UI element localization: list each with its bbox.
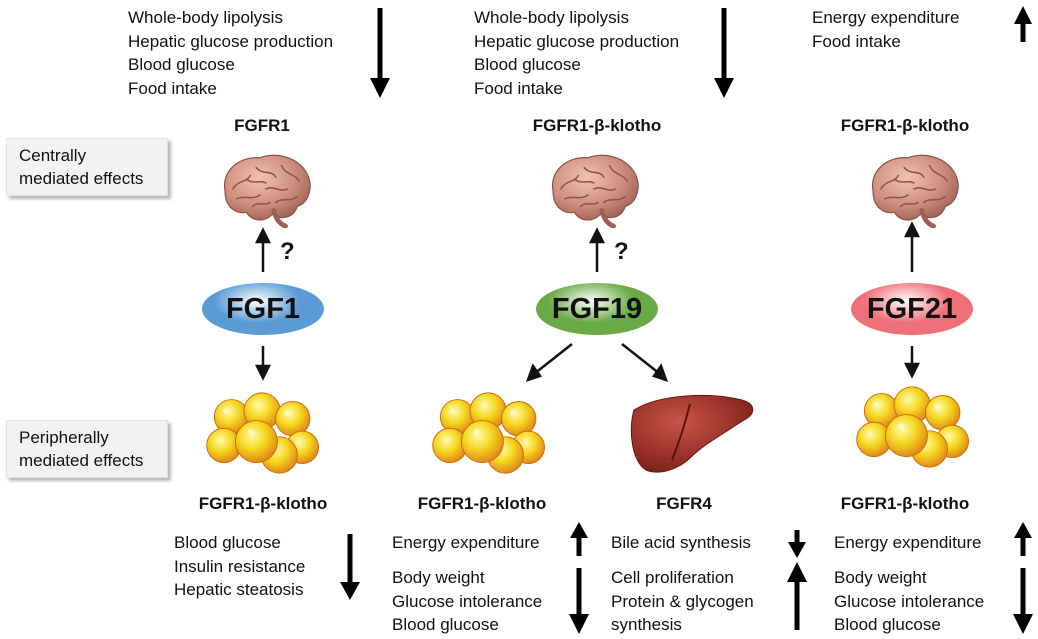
arrow-head bbox=[588, 227, 606, 244]
central-effects-box: Centrally mediated effects bbox=[6, 138, 168, 196]
fgf21-peripheral-effects-up: Energy expenditure bbox=[834, 531, 981, 555]
adipocyte-icon bbox=[206, 392, 319, 474]
peripheral-effects-box: Peripherally mediated effects bbox=[6, 420, 168, 478]
effect-text: Energy expenditure bbox=[834, 533, 982, 552]
arrow-head bbox=[525, 363, 542, 382]
fgf21-central-receptor: FGFR1-β-klotho bbox=[840, 116, 970, 135]
arrow-up-icon bbox=[1014, 522, 1032, 556]
box-line: mediated effects bbox=[19, 451, 144, 470]
fgf19-liver-receptor: FGFR4 bbox=[656, 494, 712, 513]
brain-icon bbox=[225, 155, 311, 226]
question-mark: ? bbox=[280, 238, 295, 265]
effect-text: Food intake bbox=[128, 78, 217, 98]
effect-text: Blood glucose bbox=[392, 615, 499, 634]
fgf19-liver-effects-up: Cell proliferation Protein & glycogen sy… bbox=[611, 566, 754, 637]
fgf1-central-effects: Whole-body lipolysis Hepatic glucose pro… bbox=[128, 6, 333, 100]
effect-text: Food intake bbox=[474, 78, 563, 98]
box-line: mediated effects bbox=[19, 169, 144, 188]
effect-text: Hepatic glucose production bbox=[474, 31, 680, 51]
effect-text: Blood glucose bbox=[834, 615, 941, 634]
arrow-head bbox=[903, 221, 921, 238]
arrow-head bbox=[903, 362, 921, 379]
fgf19-central-receptor: FGFR1-β-klotho bbox=[532, 116, 662, 135]
effect-text: Cell proliferation bbox=[611, 568, 734, 587]
fgf19-adipose-effects-down: Body weight Glucose intolerance Blood gl… bbox=[392, 566, 542, 637]
fgf21-peripheral-receptor: FGFR1-β-klotho bbox=[840, 494, 970, 513]
arrow-down-icon bbox=[1013, 568, 1033, 634]
effect-text: Hepatic steatosis bbox=[174, 580, 304, 599]
effect-text: Food intake bbox=[812, 31, 901, 51]
adipocyte-icon bbox=[432, 392, 545, 474]
effect-text: Protein & glycogen bbox=[611, 591, 754, 611]
effect-text: Blood glucose bbox=[474, 55, 581, 74]
box-line: Centrally bbox=[19, 146, 87, 165]
arrow-up-icon bbox=[570, 522, 588, 556]
arrow-diagonal-icon bbox=[533, 343, 573, 375]
effect-text: Bile acid synthesis bbox=[611, 533, 751, 552]
arrow-head bbox=[254, 364, 272, 381]
arrow-head bbox=[652, 363, 669, 382]
arrow-diagonal-icon bbox=[621, 343, 661, 375]
effect-text: Glucose intolerance bbox=[834, 591, 985, 611]
liver-icon bbox=[630, 394, 754, 473]
fgf21-node: FGF21 bbox=[851, 283, 973, 335]
question-mark: ? bbox=[614, 238, 629, 265]
adipocyte-icon bbox=[856, 386, 969, 468]
fgf19-liver-effects-down: Bile acid synthesis bbox=[611, 531, 751, 555]
fgf19-adipose-effects-up: Energy expenditure bbox=[392, 531, 539, 555]
effect-text: Insulin resistance bbox=[174, 556, 306, 576]
arrow-up-icon bbox=[1014, 6, 1032, 42]
fgf19-adipose-receptor: FGFR1-β-klotho bbox=[417, 494, 547, 513]
effect-text: Whole-body lipolysis bbox=[474, 8, 629, 27]
effect-text: Whole-body lipolysis bbox=[128, 8, 283, 27]
arrow-up-icon bbox=[787, 562, 807, 630]
fgf1-peripheral-effects: Blood glucose Insulin resistance Hepatic… bbox=[174, 531, 305, 602]
arrow-down-icon bbox=[340, 534, 360, 600]
effect-text: Energy expenditure bbox=[392, 533, 540, 552]
effect-text: Glucose intolerance bbox=[392, 591, 543, 611]
effect-text: Blood glucose bbox=[174, 533, 281, 552]
effect-text: Body weight bbox=[834, 568, 927, 587]
arrow-down-icon bbox=[370, 8, 390, 98]
arrow-head bbox=[254, 227, 272, 244]
fgf1-peripheral-receptor: FGFR1-β-klotho bbox=[198, 494, 328, 513]
arrow-down-icon bbox=[714, 8, 734, 98]
brain-icon bbox=[553, 155, 639, 226]
fgf21-central-effects: Energy expenditure Food intake bbox=[812, 6, 959, 53]
fgf1-node: FGF1 bbox=[202, 283, 324, 335]
effect-text: Hepatic glucose production bbox=[128, 31, 334, 51]
box-line: Peripherally bbox=[19, 428, 109, 447]
fgf19-central-effects: Whole-body lipolysis Hepatic glucose pro… bbox=[474, 6, 679, 100]
fgf21-peripheral-effects-down: Body weight Glucose intolerance Blood gl… bbox=[834, 566, 984, 637]
effect-text: Blood glucose bbox=[128, 55, 235, 74]
fgf19-node: FGF19 bbox=[536, 283, 658, 335]
brain-icon bbox=[873, 155, 959, 226]
arrow-down-icon bbox=[569, 568, 589, 634]
fgf1-central-receptor: FGFR1 bbox=[234, 116, 290, 135]
effect-text: Energy expenditure bbox=[812, 8, 960, 27]
arrow-down-icon bbox=[788, 530, 806, 558]
effect-text: synthesis bbox=[611, 615, 682, 634]
effect-text: Body weight bbox=[392, 568, 485, 587]
